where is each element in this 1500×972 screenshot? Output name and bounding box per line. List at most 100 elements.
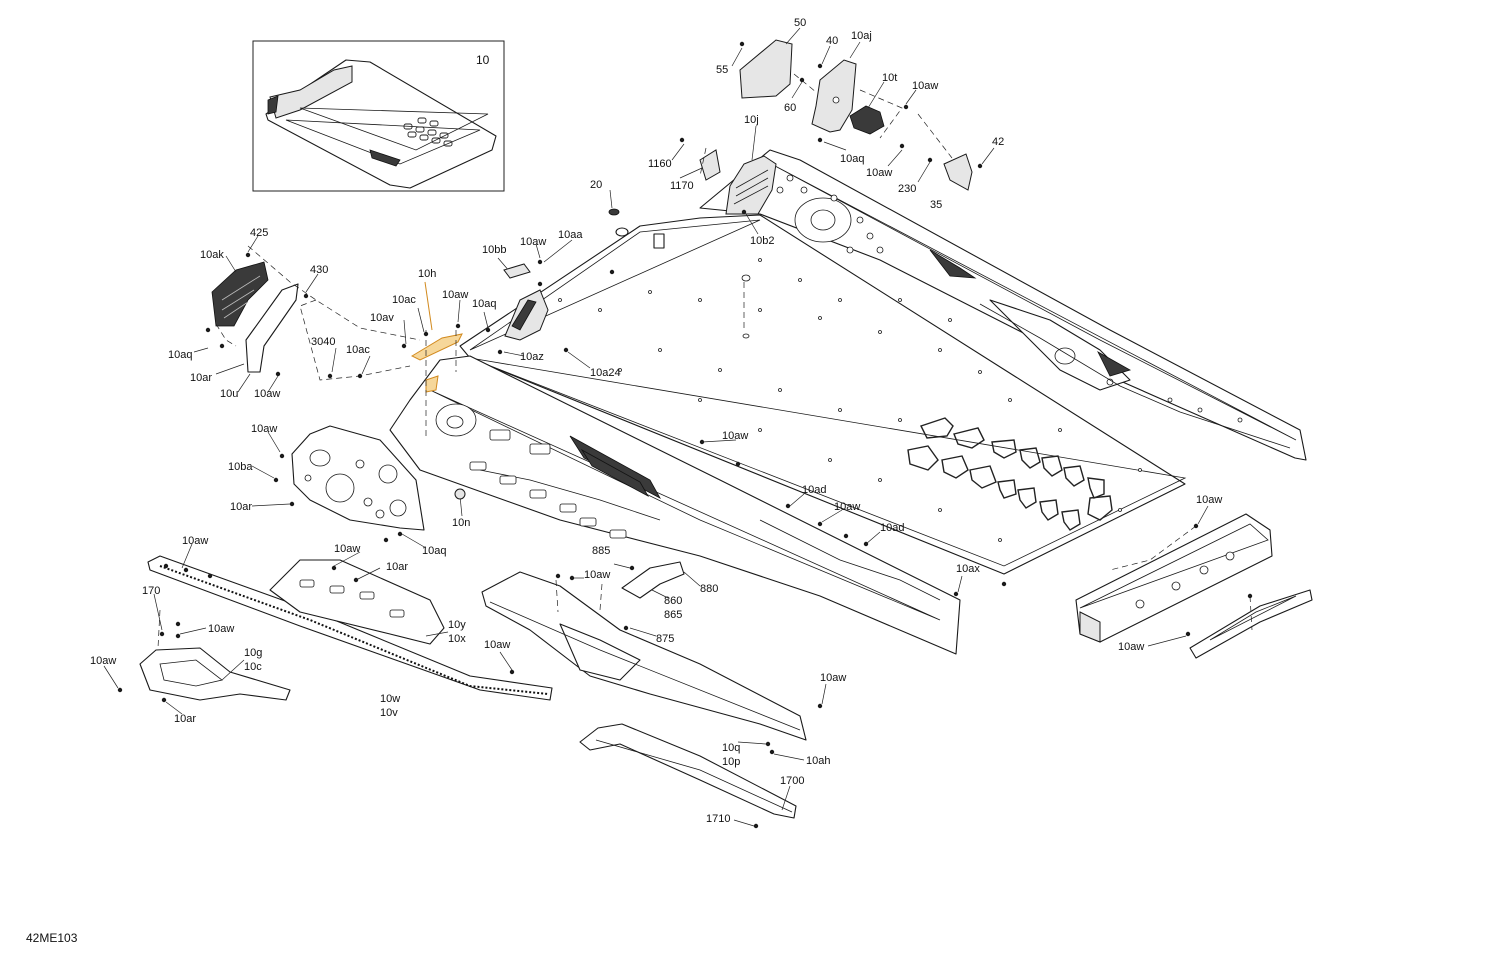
callout-10aw-runner: 10aw	[820, 672, 846, 684]
callout-10ac: 10ac	[346, 344, 370, 356]
part-35-bracket	[943, 153, 973, 191]
callout-10x: 10x	[448, 633, 466, 645]
callout-10az: 10az	[520, 351, 544, 363]
callout-10ar-br: 10ar	[386, 561, 408, 573]
callout-10aq-tr: 10aq	[840, 153, 864, 165]
callout-10ad-2: 10ad	[880, 522, 904, 534]
callout-55: 55	[716, 64, 728, 76]
inset-chassis-drawing	[265, 59, 497, 189]
callout-10aw-rail: 10aw	[334, 543, 360, 555]
callout-10ax: 10ax	[956, 563, 980, 575]
callout-10ad-1: 10ad	[802, 484, 826, 496]
callout-880: 880	[700, 583, 718, 595]
callout-425: 425	[250, 227, 268, 239]
part-1700-runner	[579, 723, 797, 819]
part-10n-washer	[454, 488, 466, 500]
part-50-cover	[739, 39, 793, 99]
callout-10aw-tr: 10aw	[912, 80, 938, 92]
callout-10bb: 10bb	[482, 244, 506, 256]
callout-10b2: 10b2	[750, 235, 774, 247]
right-crossmember	[1075, 513, 1273, 643]
callout-10aw-b1: 10aw	[208, 623, 234, 635]
fastener-dot-icon	[117, 41, 1253, 829]
callout-20: 20	[590, 179, 602, 191]
callout-42: 42	[992, 136, 1004, 148]
part-10y-bracket	[269, 559, 445, 645]
callout-10aw-c2: 10aw	[834, 501, 860, 513]
part-10t-bracket	[849, 105, 885, 135]
inset-label: 10	[476, 53, 490, 67]
callout-10aq-plate: 10aq	[422, 545, 446, 557]
callout-1160: 1160	[648, 158, 672, 170]
callout-10av: 10av	[370, 312, 394, 324]
tunnel-vent-slots	[907, 417, 1113, 531]
callout-10h: 10h	[418, 268, 436, 280]
callout-labels: 50 55 60 40 10aj 10t 10aw 10aq 10aw 42 2…	[90, 17, 1222, 825]
tunnel-top-plate	[459, 214, 1187, 575]
callout-10aw-rb2: 10aw	[1118, 641, 1144, 653]
callout-860: 860	[664, 595, 682, 607]
part-10w-rail	[147, 555, 553, 701]
callout-10w: 10w	[380, 693, 400, 705]
callout-10aa: 10aa	[558, 229, 583, 241]
callout-10aw-c: 10aw	[722, 430, 748, 442]
figure-code: 42ME103	[26, 931, 78, 945]
part-10aa-bracket	[504, 289, 549, 341]
callout-10ar-lb: 10ar	[174, 713, 196, 725]
rear-bumper-bracket	[1189, 589, 1313, 659]
callout-10aw-tr2: 10aw	[866, 167, 892, 179]
callout-430: 430	[310, 264, 328, 276]
callout-10aw-lb: 10aw	[90, 655, 116, 667]
callout-10ah: 10ah	[806, 755, 830, 767]
callout-10aw-mid: 10aw	[520, 236, 546, 248]
part-10j-shield	[725, 155, 777, 215]
part-10bb-label-plate	[503, 263, 531, 279]
part-10aj-bracket	[811, 59, 857, 133]
callout-170: 170	[142, 585, 160, 597]
callout-10v: 10v	[380, 707, 398, 719]
callout-3040: 3040	[311, 336, 335, 348]
callout-10p: 10p	[722, 756, 740, 768]
callout-10aw-plate: 10aw	[251, 423, 277, 435]
callout-885: 885	[592, 545, 610, 557]
callout-50: 50	[794, 17, 806, 29]
inset-overview: 10	[252, 40, 505, 192]
part-10q-rail	[481, 571, 807, 741]
part-10ak-grille	[211, 261, 269, 327]
callout-10g: 10g	[244, 647, 262, 659]
callout-10aw-bot2: 10aw	[584, 569, 610, 581]
callout-1170: 1170	[670, 180, 694, 192]
part-10u-bracket	[245, 283, 299, 373]
callout-865: 865	[664, 609, 682, 621]
callout-10ba: 10ba	[228, 461, 253, 473]
left-panel-vents	[569, 435, 662, 499]
left-side-panel	[389, 355, 961, 655]
callout-875: 875	[656, 633, 674, 645]
callout-1700: 1700	[780, 775, 804, 787]
dashed-assembly-lines	[157, 73, 1253, 649]
callout-10n: 10n	[452, 517, 470, 529]
callout-10aq-mid: 10aq	[472, 298, 496, 310]
callout-10aq-l: 10aq	[168, 349, 192, 361]
part-880-bracket	[621, 561, 685, 599]
callout-1710: 1710	[706, 813, 730, 825]
callout-10t: 10t	[882, 72, 897, 84]
callout-10aw-br: 10aw	[182, 535, 208, 547]
callout-10aw-l: 10aw	[254, 388, 280, 400]
callout-60: 60	[784, 102, 796, 114]
callout-230: 230	[898, 183, 916, 195]
part-20-grommet	[608, 208, 665, 249]
callout-10ak: 10ak	[200, 249, 224, 261]
highlighted-parts-10h	[410, 281, 463, 393]
callout-10j: 10j	[744, 114, 759, 126]
part-1170-bracket	[699, 149, 721, 181]
callout-10c: 10c	[244, 661, 262, 673]
callout-10a24: 10a24	[590, 367, 621, 379]
callout-10q: 10q	[722, 742, 740, 754]
leader-lines	[103, 27, 1209, 827]
callout-40: 40	[826, 35, 838, 47]
callout-10aw-rb: 10aw	[1196, 494, 1222, 506]
part-10g-bracket	[139, 647, 291, 701]
callout-10ar-plate: 10ar	[230, 501, 252, 513]
